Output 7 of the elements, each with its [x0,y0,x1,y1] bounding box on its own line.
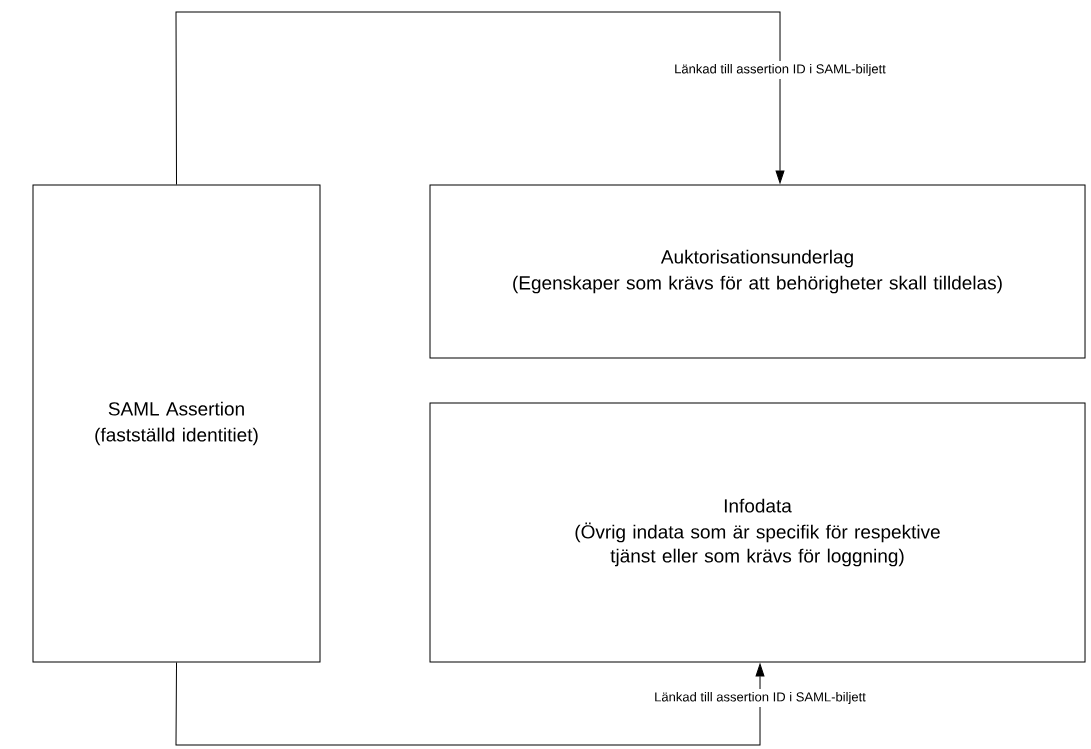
edge-label: Länkad till assertion ID i SAML-biljett [671,60,889,80]
process-box: SAML Assertion (fastställd identitiet) [32,184,321,663]
arrow [175,662,765,746]
arrow [175,11,785,185]
process-box: Auktorisationsunderlag (Egenskaper som krävs för att behörigheter skall tilldelas) [429,184,1086,359]
edge-label: Länkad till assertion ID i SAML-biljett [651,688,869,708]
process-box: Infodata (Övrig indata som är specifik för respektive tjänst eller som krävs för loggning) [429,402,1086,663]
